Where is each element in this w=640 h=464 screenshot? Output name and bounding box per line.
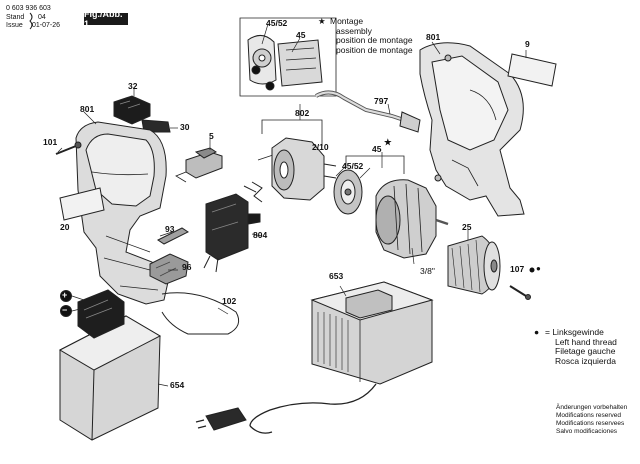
callout-25: 25 <box>462 222 472 232</box>
callout-801-left: 801 <box>80 104 95 114</box>
callout-45-52-top: 45/52 <box>266 18 288 28</box>
assembly-note-star: ★ <box>318 16 326 26</box>
stand-label: Stand <box>6 14 25 21</box>
footer-line: Änderungen vorbehalten <box>556 404 628 411</box>
callout-2-10: 2/10 <box>312 142 329 152</box>
callout-45-52-mid: 45/52 <box>342 161 364 171</box>
callout-801-top: 801 <box>426 32 441 42</box>
callout-107: 107 <box>510 264 525 274</box>
left-hand-note-bullet: ● <box>534 327 540 337</box>
assembly-note: Montage assembly position de montage pos… <box>330 16 413 55</box>
callout-804: 804 <box>253 230 268 240</box>
callout-102: 102 <box>222 296 237 306</box>
footer-line: Modifications reservees <box>556 420 625 428</box>
assembly-note-line: position de montage <box>336 44 413 55</box>
callout-45-top: 45 <box>296 30 306 40</box>
inset-box <box>239 17 337 97</box>
callout-101: 101 <box>43 137 58 147</box>
callout-3-8: 3/8" <box>420 266 435 276</box>
callout-802: 802 <box>295 108 310 118</box>
callout-20: 20 <box>60 222 70 232</box>
callout-5: 5 <box>209 131 214 141</box>
star-mid: ★ <box>384 137 392 147</box>
issue-label: Issue <box>6 22 23 29</box>
bullet-107: ● <box>536 264 541 273</box>
figure-label: Fig./Abb. 1 <box>84 9 128 29</box>
callout-654: 654 <box>170 380 185 390</box>
callout-653: 653 <box>329 271 344 281</box>
callout-32: 32 <box>128 81 138 91</box>
left-hand-note-line: Left hand thread <box>555 336 617 347</box>
minus-symbol: − <box>62 305 68 315</box>
issue-date: 01-07-26 <box>32 22 61 29</box>
left-hand-note-line: Filetage gauche <box>555 346 616 357</box>
footer-line: Modifications reserved <box>556 412 622 420</box>
left-hand-note-line: Rosca izquierda <box>555 355 616 366</box>
callout-9: 9 <box>525 39 530 49</box>
callout-30: 30 <box>180 122 190 132</box>
left-hand-note-line: = Linksgewinde <box>545 327 604 337</box>
left-hand-note: = Linksgewinde Left hand thread Filetage… <box>545 327 617 366</box>
assembly-note-line: assembly <box>336 25 372 36</box>
footer-note: Änderungen vorbehalten Modifications res… <box>556 404 627 437</box>
callout-93: 93 <box>165 224 175 234</box>
callout-96: 96 <box>182 262 192 272</box>
callout-45-mid: 45 <box>372 144 382 154</box>
stand-code: 04 <box>38 14 46 21</box>
assembly-note-line: position de montage <box>336 35 413 46</box>
callout-797: 797 <box>374 96 389 106</box>
assembly-note-line: Montage <box>330 16 364 26</box>
part-number: 0 603 936 603 <box>6 5 51 12</box>
footer-line: Salvo modificaciones <box>556 428 618 436</box>
plus-symbol: + <box>62 290 68 300</box>
